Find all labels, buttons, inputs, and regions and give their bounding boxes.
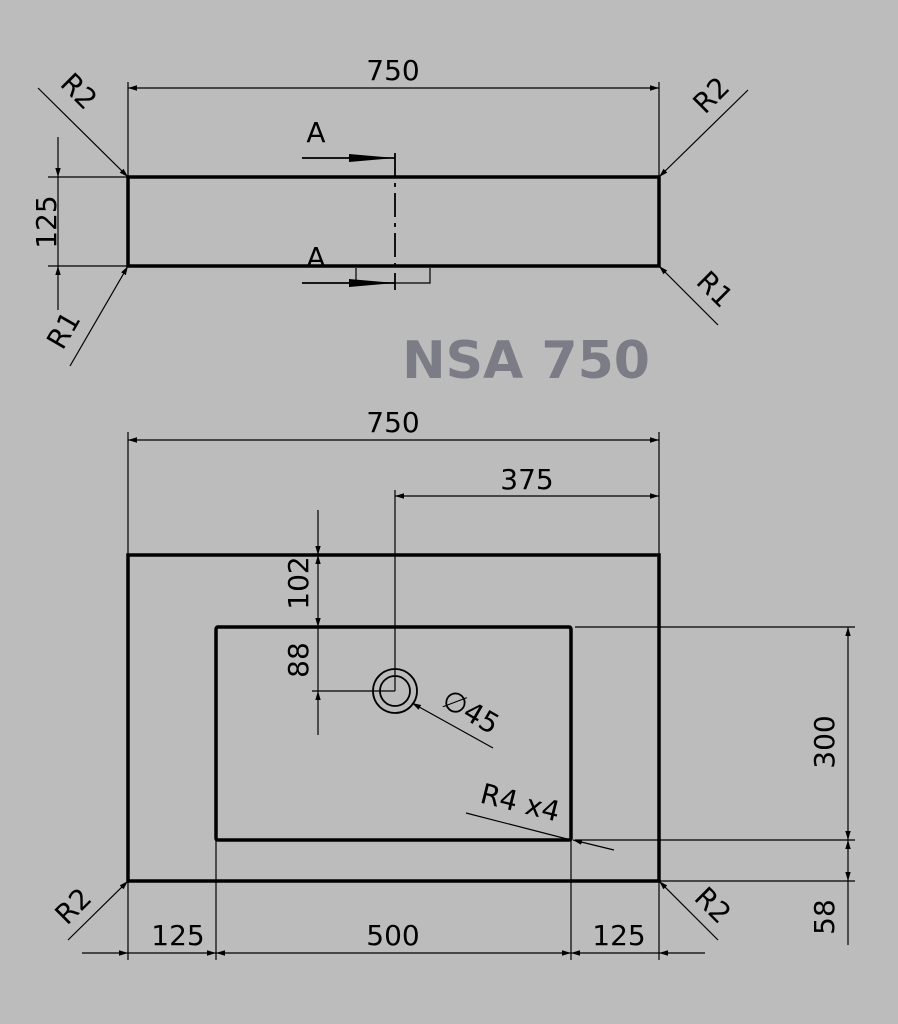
radius-leader-bottom-right <box>658 265 719 326</box>
top-offset-label: 102 <box>282 556 315 609</box>
radius-leader-top-right <box>658 89 749 178</box>
radius-leader-left <box>67 880 129 941</box>
radius-leader-bottom-left <box>69 265 129 367</box>
corner-radius-leader <box>465 812 572 841</box>
left-margin-label: 125 <box>151 919 204 952</box>
diameter-leader <box>411 702 494 749</box>
diameter-label: ∅45 <box>437 682 505 741</box>
radius-label-left: R2 <box>48 881 98 931</box>
side-width-label: 750 <box>366 54 419 87</box>
side-height-label: 125 <box>30 195 63 248</box>
corner-radius-arrow <box>572 839 615 851</box>
right-margin-label: 125 <box>592 919 645 952</box>
basin-depth-label: 300 <box>808 715 841 768</box>
basin-width-label: 500 <box>366 919 419 952</box>
top-width-label: 750 <box>366 406 419 439</box>
bottom-offset-label: 58 <box>808 899 841 935</box>
radius-label-bottom-right: R1 <box>690 264 740 314</box>
section-label-bottom: A <box>306 241 325 274</box>
side-view: 750 125 A A R2 R2 R1 R1 <box>30 54 749 367</box>
half-width-label: 375 <box>500 463 553 496</box>
radius-label-top-right: R2 <box>686 70 736 120</box>
radius-leader-top-left <box>37 87 129 178</box>
top-view: 750 375 102 88 ∅45 300 58 R4 x4 <box>48 406 855 960</box>
radius-label-right: R2 <box>688 880 738 930</box>
countertop-outline <box>126 553 661 883</box>
radius-leader-right <box>658 880 719 941</box>
hole-offset-label: 88 <box>282 642 315 678</box>
model-title: NSA 750 <box>402 331 650 391</box>
radius-label-top-left: R2 <box>54 66 104 116</box>
section-label-top: A <box>306 116 325 149</box>
corner-radius-label: R4 x4 <box>477 777 563 829</box>
side-view-outline <box>126 175 661 268</box>
drain-outline <box>355 268 431 284</box>
